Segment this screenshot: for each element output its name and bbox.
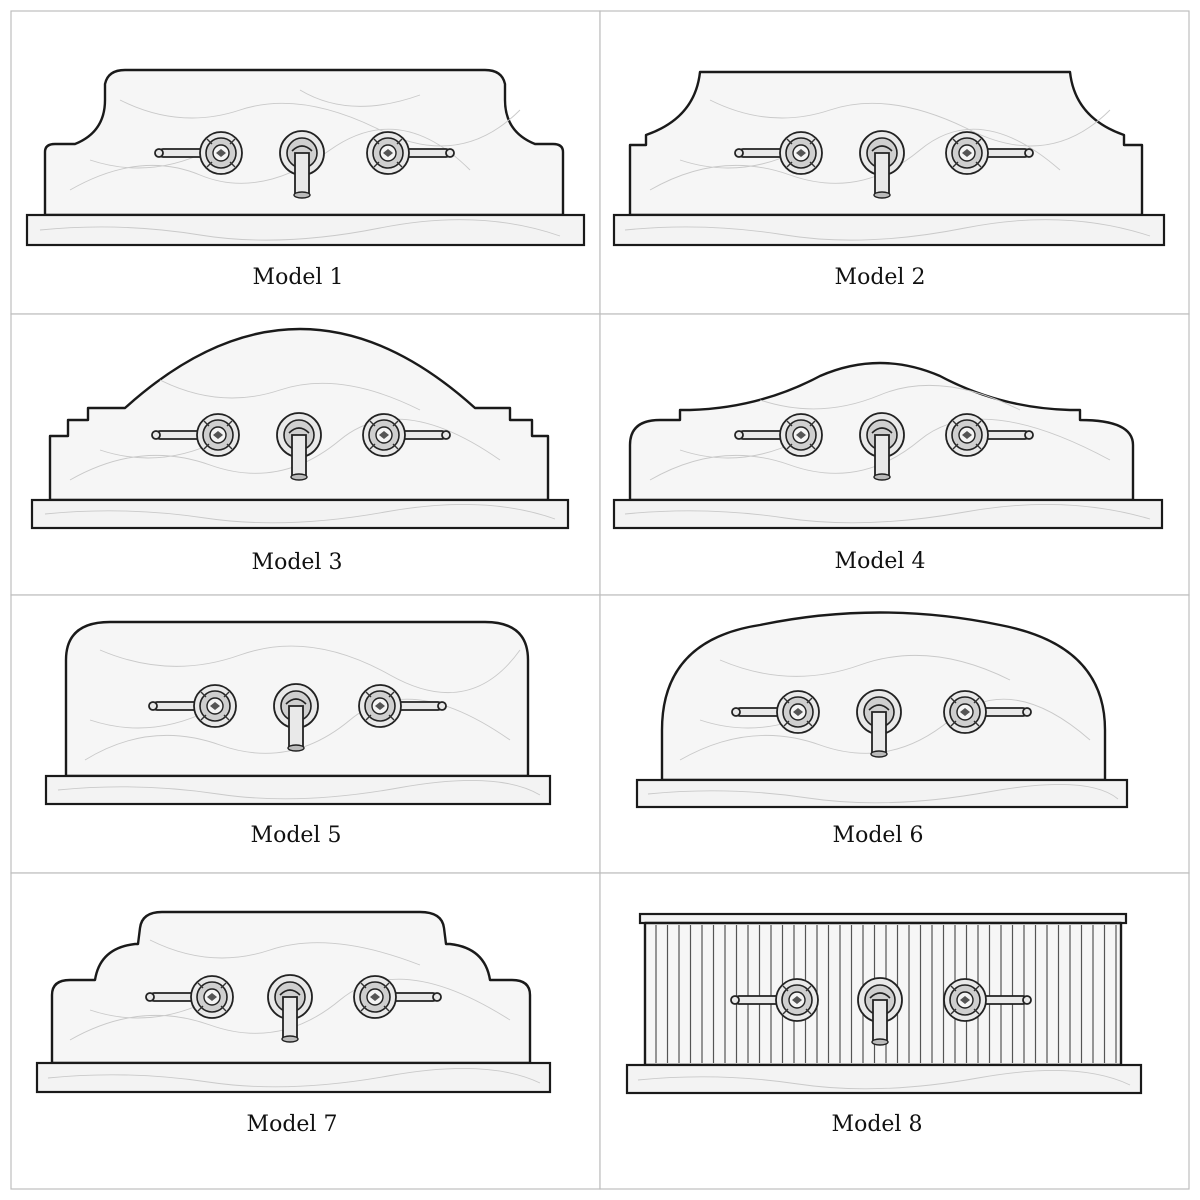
model-5-drawing [44, 620, 552, 806]
model-6-label: Model 6 [833, 823, 924, 848]
countertop-slab [612, 498, 1164, 530]
model-5-label: Model 5 [251, 823, 342, 848]
model-1-drawing [25, 68, 586, 247]
model-8-label: Model 8 [832, 1112, 923, 1137]
countertop-slab [612, 213, 1166, 247]
top-cap [638, 912, 1128, 925]
countertop-slab [35, 1061, 552, 1094]
countertop-slab [30, 498, 570, 530]
model-4-drawing [612, 361, 1164, 530]
model-2-drawing [612, 70, 1166, 247]
model-6-drawing [635, 611, 1129, 809]
model-1-label: Model 1 [253, 265, 344, 290]
model-2-label: Model 2 [835, 265, 926, 290]
countertop-slab [25, 213, 586, 247]
model-4-label: Model 4 [835, 549, 926, 574]
model-8-drawing [625, 912, 1143, 1095]
model-3-label: Model 3 [252, 550, 343, 575]
model-3-drawing [30, 327, 570, 530]
model-7-label: Model 7 [247, 1112, 338, 1137]
model-7-drawing [35, 910, 552, 1094]
